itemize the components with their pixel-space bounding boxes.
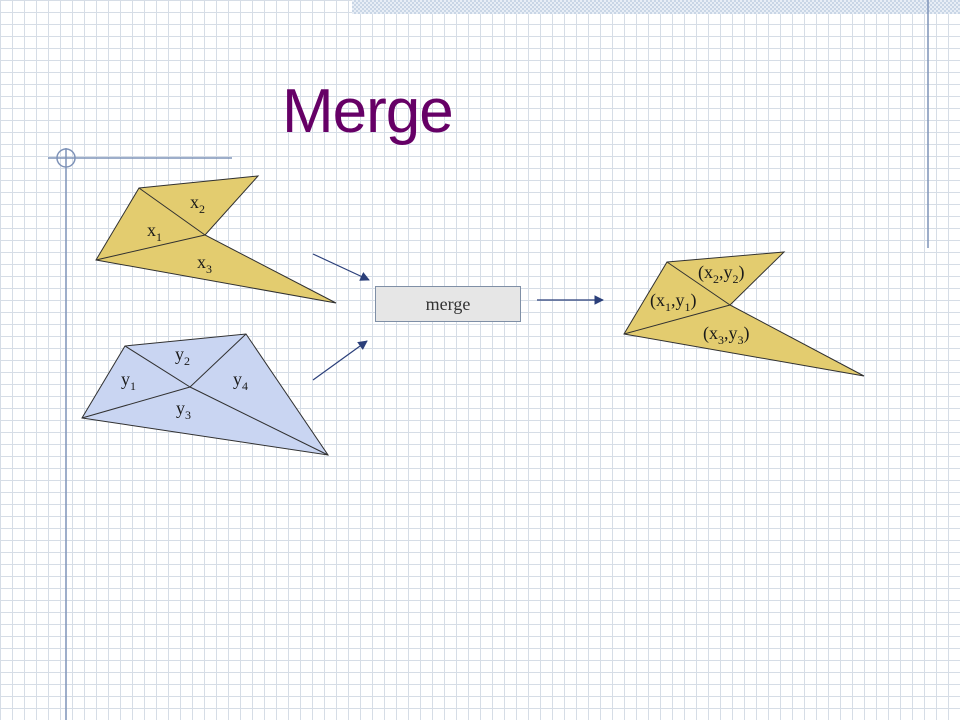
corner-decoration-bar: [352, 0, 960, 14]
mesh-x-edge: [138, 187, 206, 236]
mesh-merged: (x2,y2) (x1,y1) (x3,y3): [623, 251, 865, 377]
mesh-y-label: y3: [176, 398, 191, 422]
mesh-y-edge: [189, 333, 247, 388]
mesh-y: y2 y1 y4 y3: [81, 333, 330, 456]
mesh-x: x2 x1 x3: [95, 175, 337, 304]
merge-process-box: merge: [375, 286, 521, 322]
arrow-icon: [312, 340, 368, 381]
mesh-y-edge: [189, 386, 329, 456]
merge-label: merge: [425, 293, 471, 314]
mesh-x-label: x1: [147, 220, 162, 244]
mesh-y-edge: [124, 345, 191, 388]
mesh-x-edge: [95, 234, 206, 261]
mesh-x-polygon: [95, 175, 337, 304]
mesh-merged-label: (x2,y2): [698, 262, 745, 286]
mesh-merged-label: (x1,y1): [650, 290, 697, 314]
mesh-y-label: y1: [121, 369, 136, 393]
slide-decoration: [48, 0, 929, 720]
mesh-merged-edge: [666, 261, 731, 306]
mesh-merged-polygon: [623, 251, 865, 377]
mesh-y-label: y2: [175, 344, 190, 368]
mesh-merged-edge: [623, 304, 731, 335]
mesh-x-label: x2: [190, 192, 205, 216]
mesh-merged-label: (x3,y3): [703, 323, 750, 347]
decoration-circle: [56, 148, 76, 168]
mesh-y-edge: [81, 386, 191, 419]
slide-title: Merge: [282, 77, 454, 146]
mesh-x-label: x3: [197, 252, 212, 276]
mesh-y-label: y4: [233, 369, 248, 393]
arrow-icon: [312, 253, 370, 281]
